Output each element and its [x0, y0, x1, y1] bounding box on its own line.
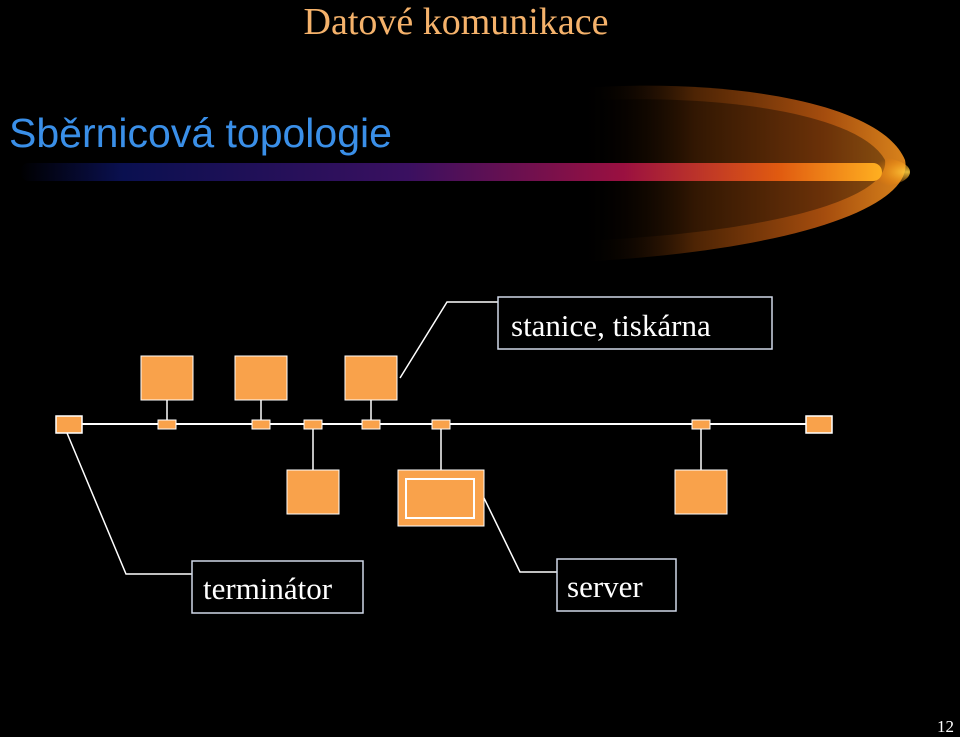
station-node [234, 355, 288, 401]
station-node [140, 355, 194, 401]
callout-line-terminator [66, 432, 192, 575]
bus-connector [361, 419, 381, 430]
slide-number: 12 [937, 717, 954, 736]
label-box-server [556, 558, 677, 612]
callout-line-server [483, 497, 557, 573]
label-server: server [567, 569, 643, 604]
terminator-left [55, 415, 83, 434]
server-node [397, 469, 485, 527]
bus-connector [691, 419, 711, 430]
header-title: Datové komunikace [303, 1, 609, 43]
slide-subtitle: Sběrnicová topologie [9, 110, 392, 156]
bus-connector [251, 419, 271, 430]
callout-line-stations [399, 301, 498, 379]
station-node [286, 469, 340, 515]
bus-connector [157, 419, 177, 430]
label-box-terminator [191, 560, 364, 614]
title-underline-stripe [20, 163, 882, 181]
station-node [344, 355, 398, 401]
terminator-right [805, 415, 833, 434]
label-box-stations [497, 296, 773, 350]
bus-connector [303, 419, 323, 430]
bus-connector [431, 419, 451, 430]
label-terminator: terminátor [203, 571, 333, 606]
station-node [674, 469, 728, 515]
decorative-swoosh [20, 85, 910, 262]
label-stations: stanice, tiskárna [511, 308, 711, 343]
